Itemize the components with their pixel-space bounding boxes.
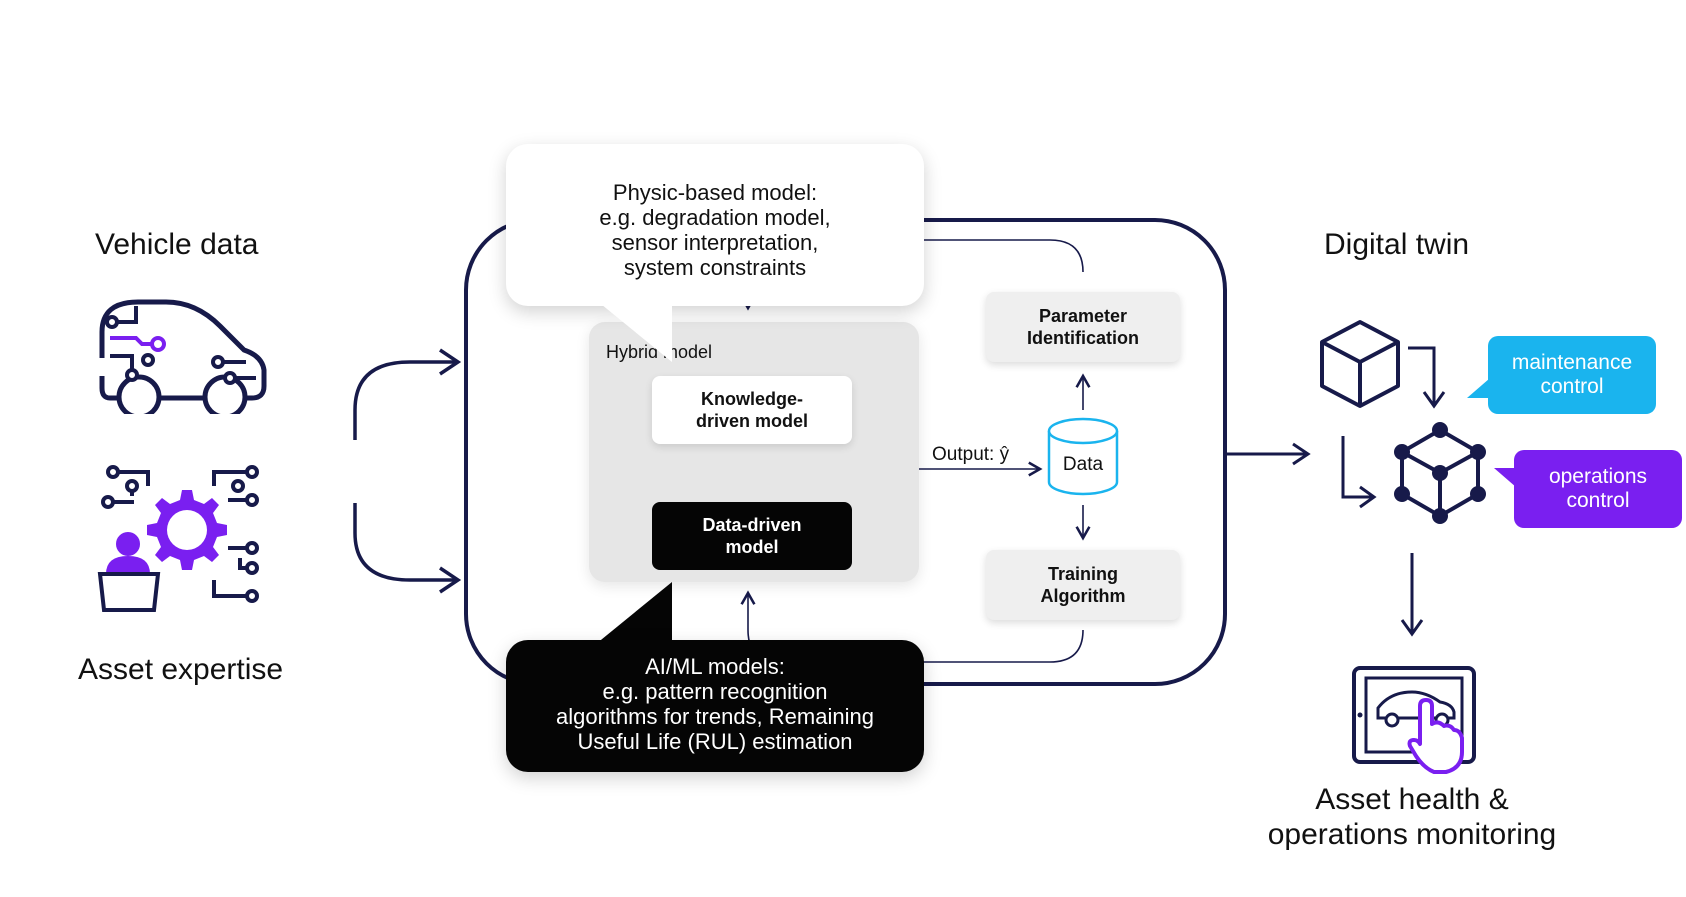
data-driven-model-box: Data-driven model bbox=[652, 502, 852, 570]
cube-to-network-arrow bbox=[1408, 346, 1436, 404]
training-algorithm-box: Training Algorithm bbox=[986, 550, 1180, 620]
data-driven-line-1: Data-driven bbox=[702, 515, 802, 535]
tablet-car-icon bbox=[1352, 666, 1476, 774]
monitoring-line-1: Asset health & bbox=[1315, 783, 1509, 816]
vehicle-data-heading: Vehicle data bbox=[95, 228, 259, 261]
car-circuit-icon bbox=[99, 299, 267, 414]
physics-callout-tail bbox=[596, 300, 672, 362]
knowledge-line-2: driven model bbox=[695, 411, 809, 431]
physics-line-2: e.g. degradation model, bbox=[599, 205, 831, 230]
physics-line-3: sensor interpretation, bbox=[611, 230, 819, 255]
physics-line-1: Physic-based model: bbox=[612, 180, 818, 205]
gear-person-icon bbox=[97, 465, 259, 612]
input-arrow-top bbox=[353, 360, 455, 440]
parameter-line-1: Parameter bbox=[1038, 306, 1128, 326]
digital-twin-heading: Digital twin bbox=[1324, 228, 1470, 261]
gear bbox=[147, 490, 227, 570]
to-digital-twin-arrowhead bbox=[1292, 442, 1311, 466]
training-line-1: Training bbox=[1047, 564, 1118, 584]
asset-expertise-heading: Asset expertise bbox=[78, 653, 284, 686]
parameter-line-2: Identification bbox=[1027, 328, 1139, 348]
input-arrowhead-top bbox=[439, 348, 462, 376]
aiml-line-3: algorithms for trends, Remaining bbox=[556, 704, 874, 729]
parameter-identification-box: Parameter Identification bbox=[986, 292, 1180, 362]
maintenance-line-2: control bbox=[1540, 375, 1604, 398]
physics-model-callout: Physic-based model: e.g. degradation mod… bbox=[506, 144, 924, 306]
operations-line-1: operations bbox=[1548, 465, 1648, 488]
knowledge-driven-model-box: Knowledge- driven model bbox=[652, 376, 852, 444]
asset-health-heading: Asset health & operations monitoring bbox=[1230, 782, 1594, 852]
maintenance-line-1: maintenance bbox=[1511, 351, 1633, 374]
network-to-monitor-arrowhead bbox=[1400, 619, 1424, 637]
physics-line-4: system constraints bbox=[623, 255, 807, 280]
monitoring-line-2: operations monitoring bbox=[1267, 818, 1557, 851]
output-label: Output: ŷ bbox=[932, 444, 1010, 465]
maintenance-control-tag: maintenance control bbox=[1488, 336, 1656, 414]
operations-line-2: control bbox=[1566, 489, 1630, 512]
aiml-callout-tail bbox=[596, 582, 672, 644]
cube-icon bbox=[1320, 320, 1400, 408]
aiml-models-callout: AI/ML models: e.g. pattern recognition a… bbox=[506, 640, 924, 772]
cube-to-network-arrowhead bbox=[1422, 391, 1446, 409]
aiml-line-4: Useful Life (RUL) estimation bbox=[577, 729, 853, 754]
feedback-to-network-arrow bbox=[1341, 436, 1372, 499]
input-arrow-bottom bbox=[353, 503, 455, 582]
feedback-to-network-arrowhead bbox=[1359, 485, 1377, 509]
aiml-line-1: AI/ML models: bbox=[645, 654, 785, 679]
aiml-line-2: e.g. pattern recognition bbox=[602, 679, 828, 704]
data-cylinder-icon bbox=[1047, 417, 1119, 496]
training-line-2: Algorithm bbox=[1040, 586, 1126, 606]
data-label: Data bbox=[1062, 454, 1104, 475]
network-cube-icon bbox=[1394, 422, 1486, 524]
hybrid-model-label: Hybrid model bbox=[606, 342, 713, 362]
data-driven-line-2: model bbox=[725, 537, 779, 557]
input-arrowhead-bottom bbox=[439, 566, 462, 594]
operations-control-tag: operations control bbox=[1514, 450, 1682, 528]
knowledge-line-1: Knowledge- bbox=[701, 389, 803, 409]
